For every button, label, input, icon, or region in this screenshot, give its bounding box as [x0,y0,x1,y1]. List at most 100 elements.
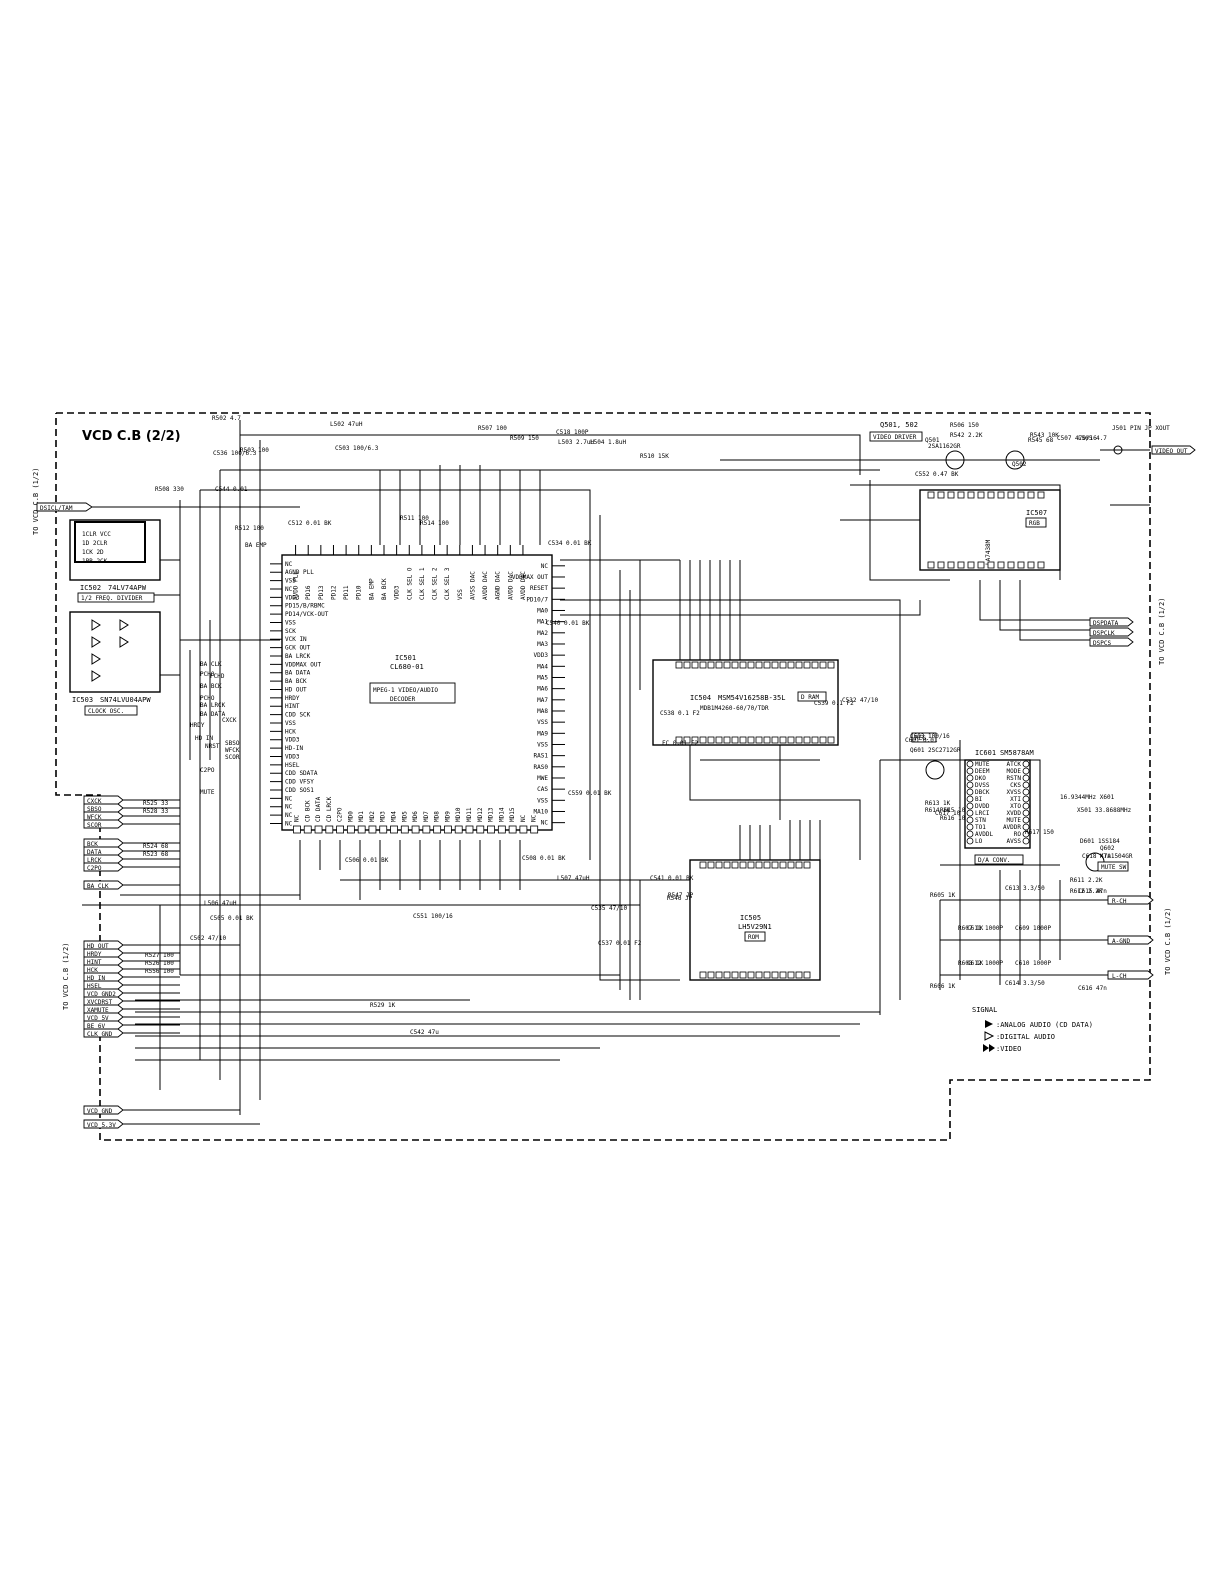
ic501-left-pin: NC [285,586,293,593]
pin-box [927,561,935,569]
ic501-bottom-pin: MD14 [498,807,505,822]
pin-box [691,661,699,669]
pin-box [715,861,723,869]
net-label: CXCK [222,717,237,724]
ic501-right-pin: MA5 [537,674,548,681]
ic601-left-pin: AVDDL [975,831,993,838]
pin-box [1027,491,1035,499]
ic501-top-pin: CLK SEL 2 [432,567,439,600]
pin-box [957,491,965,499]
component-label: C539 0.1 F2 [814,700,854,707]
component-label: R614 1K [925,807,951,814]
pin-box [755,861,763,869]
ic501-left-pin: NC [285,812,293,819]
pin-circle [966,760,974,768]
ic501-bottom-pin: MD12 [477,807,484,822]
component-label-top: R510 15K [640,453,669,460]
pin-box [444,825,452,834]
ic504-desc: D RAM [801,694,819,701]
pin-box [927,491,935,499]
ic501-right-pin: VSS [537,741,548,748]
ic501-left-pin: VSS [285,720,296,727]
ic601-right-pin: MODE [1007,768,1022,775]
ic601-right-pin: XVDD [1007,810,1022,817]
ic501-bottom-pin: MD9 [444,811,451,822]
component-label: C551 100/16 [413,913,453,920]
wiring [82,420,1150,1125]
pin-box [795,861,803,869]
component-label-top: R543 10K [1030,432,1059,439]
component-label: R514 100 [420,520,449,527]
signal-tag [83,948,124,958]
pin-box [731,861,739,869]
ic601-left-pin: LO [975,838,983,845]
component-label-top: C503 100/6.3 [335,445,379,452]
component-label: C612 1000P [967,960,1004,967]
left-signal-4: VCD 5V [87,1015,109,1022]
component-label: C615 47n [1078,888,1107,895]
net-label: NRST [205,743,220,750]
component-label-top: Q501 [925,437,940,444]
pin-box [497,825,506,834]
pin-circle [966,816,974,824]
connector-label-right-mid: TO VCD C.B (1/2) [1158,598,1166,665]
ic501-bottom-pin: NC [531,814,538,822]
component-label: C541 0.01 BK [650,875,694,882]
component-label: R606 1K [930,983,956,990]
pin-box [787,971,795,979]
component-label: C536 100/6.3 [213,450,257,457]
ic501-part: CL680-01 [390,663,424,671]
ic501-left-pin: PD14/VCK-OUT [285,611,329,618]
pin-box [739,736,747,744]
component-label: R547 JP [668,892,694,899]
ic601-left-pin: MUTE [975,761,990,768]
pin-circle [1022,830,1030,838]
pin-box [811,661,819,669]
signal-tag [83,996,124,1006]
pin-circle [966,795,974,803]
svg-text:1D 2CLR: 1D 2CLR [82,540,108,547]
left-signal-4: HSEL [87,983,102,990]
pin-box [731,736,739,744]
ic501-left-pin: NC [285,561,293,568]
ic501-right-pin: VSS [537,797,548,804]
ic501-top-pin: CLK SEL 1 [419,567,426,600]
pin-box [1007,491,1015,499]
ic501-bottom-pin: MD2 [369,811,376,822]
net-label: BA EMP [245,542,267,549]
pin-box [1037,491,1045,499]
pin-box [723,861,731,869]
component-label: R524 68 [143,843,169,850]
component-label: L507 47uH [557,875,590,882]
component-label: C537 0.01 F2 [598,940,642,947]
ic501-bottom-pin: MD10 [455,807,462,822]
ic503: IC503 SN74LVU04APW CLOCK OSC. [69,611,161,716]
pin-box [368,825,377,834]
pin-box [937,491,945,499]
ic501-right-pin: MA6 [537,686,548,693]
ic601-right-pin: XVSS [1007,789,1022,796]
ic501-bottom-pin: MD8 [434,811,441,822]
pin-box [803,661,811,669]
component-label: D601 1SS184 [1080,838,1120,845]
q602-part: KTA1504GR [1100,853,1133,860]
legend-item-analog: :ANALOG AUDIO (CD DATA) [996,1021,1093,1029]
ic501-right-pin: VSS [537,719,548,726]
ic601-right-pin: ATCK [1007,761,1022,768]
component-label: R508 330 [155,486,184,493]
component-label: C616 47n [1078,985,1107,992]
ic601-right-pin: XTI [1010,796,1021,803]
pin-box [763,736,771,744]
ic601: IC601 SM5878AM D/A CONV. [964,749,1034,865]
pin-box [530,825,539,834]
ic501-right-pin: MA10 [534,808,549,815]
ic502: 1CLR VCC 1D 2CLR 1CK 2D 1PR 2CK IC502 74… [69,519,161,603]
pin-box [779,661,787,669]
pin-circle [1022,767,1030,775]
ic601-desc: D/A CONV. [978,857,1011,864]
pin-box [787,736,795,744]
left-signal-1: SCOR [87,822,102,829]
ic503-ref: IC503 [72,696,93,704]
